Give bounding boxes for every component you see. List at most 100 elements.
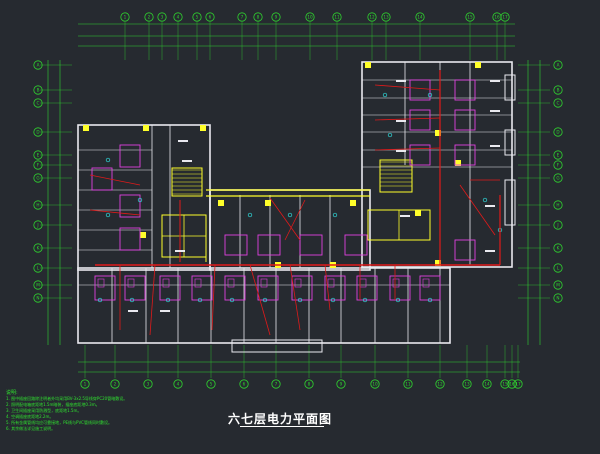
wall-outline bbox=[231, 339, 323, 353]
distribution-panel bbox=[83, 125, 89, 131]
notes-header: 说明: bbox=[6, 390, 18, 396]
axis-label: N bbox=[556, 296, 559, 301]
room-tag bbox=[178, 140, 188, 142]
distribution-panel bbox=[200, 125, 206, 131]
axis-label: 15 bbox=[467, 15, 473, 20]
room-tag bbox=[490, 80, 500, 82]
axis-label: 4 bbox=[177, 15, 180, 20]
socket-device bbox=[105, 157, 111, 163]
axis-bubble-bottom bbox=[403, 379, 413, 389]
bathroom-fixture-group bbox=[94, 275, 116, 301]
axis-bubble-right bbox=[553, 173, 563, 183]
axis-label: D bbox=[36, 130, 39, 135]
axis-bubble-top bbox=[367, 12, 377, 22]
axis-bubble-bottom bbox=[206, 379, 216, 389]
note-line: 4. 空调插座底距地2.2m。 bbox=[6, 414, 54, 419]
axis-label: L bbox=[37, 266, 40, 271]
axis-label: B bbox=[557, 88, 560, 93]
fixture bbox=[227, 278, 235, 288]
bathroom-fixture-group bbox=[344, 234, 368, 256]
axis-bubble-left bbox=[33, 173, 43, 183]
axis-bubble-right bbox=[553, 220, 563, 230]
note-line: 3. 卫生间插座采用防溅型，底距地1.5m。 bbox=[6, 408, 82, 413]
axis-bubble-top bbox=[415, 12, 425, 22]
general-notes: 说明: 1. 图中插座回路除注明者外均采用BV-3x2.5导线穿PC20管暗敷设… bbox=[6, 390, 206, 432]
power-branch-line bbox=[89, 174, 141, 186]
axis-label: 11 bbox=[405, 382, 411, 387]
socket-device bbox=[287, 212, 293, 218]
axis-label: 9 bbox=[275, 15, 278, 20]
axis-label: 11 bbox=[334, 15, 340, 20]
axis-label: 14 bbox=[417, 15, 423, 20]
wall-outline bbox=[504, 129, 516, 156]
axis-bubble-right bbox=[553, 150, 563, 160]
axis-bubble-top bbox=[205, 12, 215, 22]
distribution-panel bbox=[350, 200, 356, 206]
axis-bubble-right bbox=[553, 98, 563, 108]
axis-bubble-top bbox=[381, 12, 391, 22]
power-branch-line bbox=[289, 264, 301, 331]
bathroom-fixture-group bbox=[409, 79, 431, 101]
bathroom-fixture-group bbox=[257, 234, 281, 256]
stair-core bbox=[379, 159, 413, 193]
axis-label: 8 bbox=[308, 382, 311, 387]
axis-label: M bbox=[556, 283, 560, 288]
power-branch-line bbox=[89, 209, 141, 216]
axis-label: 5 bbox=[210, 382, 213, 387]
room-tag bbox=[490, 110, 500, 112]
axis-bubble-left bbox=[33, 127, 43, 137]
axis-bubble-left bbox=[33, 263, 43, 273]
axis-label: 3 bbox=[147, 382, 150, 387]
distribution-panel bbox=[455, 160, 461, 166]
socket-device bbox=[197, 297, 203, 303]
axis-bubble-bottom bbox=[271, 379, 281, 389]
axis-bubble-top bbox=[253, 12, 263, 22]
socket-device bbox=[262, 297, 268, 303]
fixture bbox=[422, 278, 430, 288]
bathroom-fixture-group bbox=[454, 109, 476, 131]
distribution-panel bbox=[475, 62, 481, 68]
axis-label: C bbox=[37, 101, 40, 106]
axis-label: F bbox=[37, 163, 40, 168]
axis-bubble-bottom bbox=[80, 379, 90, 389]
room-tag bbox=[490, 145, 500, 147]
axis-label: 3 bbox=[161, 15, 164, 20]
room-tag bbox=[396, 120, 406, 122]
bathroom-fixture-group bbox=[409, 144, 431, 166]
socket-device bbox=[165, 297, 171, 303]
axis-bubble-bottom bbox=[370, 379, 380, 389]
axis-bubble-right bbox=[553, 263, 563, 273]
power-branch-line bbox=[324, 264, 331, 311]
wall-outline bbox=[504, 74, 516, 101]
axis-label: A bbox=[557, 63, 560, 68]
axis-label: H bbox=[556, 203, 559, 208]
wall-outline bbox=[77, 124, 211, 271]
power-branch-line bbox=[284, 199, 306, 241]
axis-bubble-bottom bbox=[173, 379, 183, 389]
axis-bubble-bottom bbox=[500, 379, 510, 389]
power-branch-line bbox=[459, 184, 496, 236]
axis-label: A bbox=[37, 63, 40, 68]
axis-label: 6 bbox=[209, 15, 212, 20]
axis-label: K bbox=[557, 246, 560, 251]
fixture bbox=[162, 278, 170, 288]
fixture bbox=[294, 278, 302, 288]
axis-bubble-bottom bbox=[336, 379, 346, 389]
fixture bbox=[327, 278, 335, 288]
room-tag bbox=[485, 205, 495, 207]
axis-label: J bbox=[556, 223, 558, 228]
drawing-title: 六七层电力平面图 bbox=[227, 412, 332, 426]
axis-label: G bbox=[556, 176, 559, 181]
axis-bubble-top bbox=[192, 12, 202, 22]
socket-device bbox=[137, 197, 143, 203]
socket-device bbox=[387, 132, 393, 138]
axis-bubble-top bbox=[500, 12, 510, 22]
bathroom-fixture-group bbox=[299, 234, 323, 256]
room-tag bbox=[485, 250, 495, 252]
socket-device bbox=[97, 297, 103, 303]
power-branch-line bbox=[374, 84, 441, 91]
room-tag bbox=[128, 310, 138, 312]
axis-bubble-top bbox=[271, 12, 281, 22]
axis-label: 7 bbox=[275, 382, 278, 387]
axis-bubble-left bbox=[33, 220, 43, 230]
